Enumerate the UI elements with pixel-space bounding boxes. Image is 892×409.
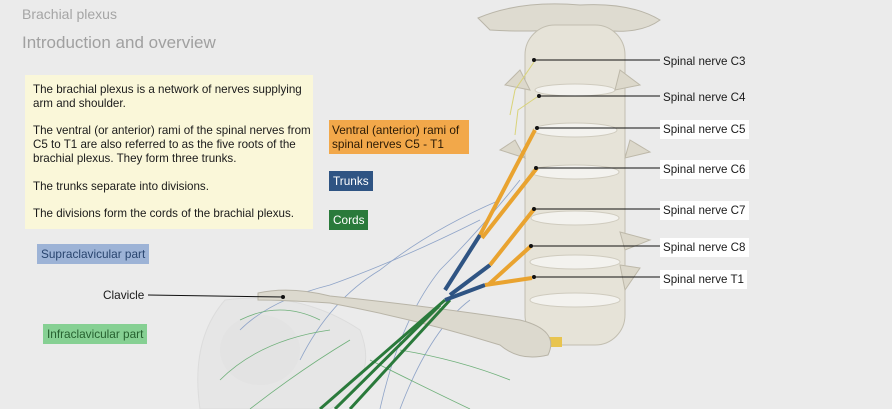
scapula: [197, 297, 367, 409]
label-spinal-nerve-t1[interactable]: Spinal nerve T1: [660, 270, 747, 289]
tag-supraclavicular[interactable]: Supraclavicular part: [37, 244, 150, 264]
label-spinal-nerve-c3[interactable]: Spinal nerve C3: [663, 55, 746, 68]
info-paragraph: The brachial plexus is a network of nerv…: [33, 83, 302, 110]
label-spinal-nerve-c8[interactable]: Spinal nerve C8: [660, 238, 749, 257]
label-spinal-nerve-c5[interactable]: Spinal nerve C5: [660, 120, 749, 139]
breadcrumb[interactable]: Brachial plexus: [22, 6, 117, 22]
green-fine-nerves: [219, 309, 511, 409]
cervical-spine: [477, 3, 661, 347]
ventral-rami: [478, 129, 539, 287]
info-paragraph: The trunks separate into divisions.: [33, 179, 209, 193]
trunks: [443, 233, 492, 302]
tag-ventral-rami[interactable]: Ventral (anterior) rami of spinal nerves…: [329, 120, 469, 154]
label-spinal-nerve-c7[interactable]: Spinal nerve C7: [660, 201, 749, 220]
tag-infraclavicular[interactable]: Infraclavicular part: [43, 324, 148, 344]
tag-cords[interactable]: Cords: [329, 210, 369, 230]
label-spinal-nerve-c4[interactable]: Spinal nerve C4: [663, 91, 746, 104]
page-title: Introduction and overview: [22, 33, 216, 52]
info-box: The brachial plexus is a network of nerv…: [25, 75, 313, 229]
info-paragraph: The divisions form the cords of the brac…: [33, 207, 294, 221]
label-clavicle[interactable]: Clavicle: [103, 288, 145, 302]
tag-trunks[interactable]: Trunks: [329, 171, 373, 191]
cervical-plexus: [509, 61, 538, 136]
clavicle: [257, 289, 552, 358]
cords: [319, 298, 452, 409]
leader-dots: [281, 58, 541, 299]
leader-lines: [147, 59, 660, 298]
info-paragraph: The ventral (or anterior) rami of the sp…: [33, 124, 311, 165]
label-spinal-nerve-c6[interactable]: Spinal nerve C6: [660, 160, 749, 179]
